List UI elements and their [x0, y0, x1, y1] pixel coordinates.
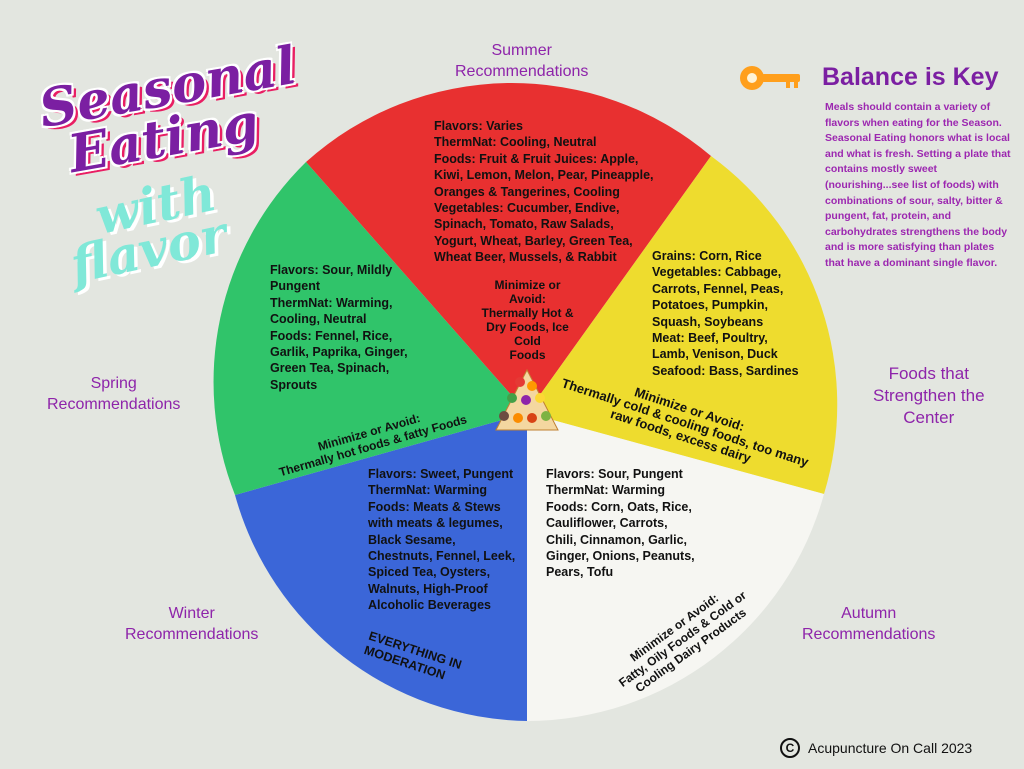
center-sector: [527, 156, 838, 494]
center-label: Foods that Strengthen the Center: [873, 364, 985, 427]
summer-sector: [306, 83, 711, 413]
spring-sector: [213, 162, 528, 495]
autumn-label: Autumn Recommendations: [802, 605, 936, 643]
winter-foods: Flavors: Sweet, Pungent ThermNat: Warmin…: [368, 467, 516, 613]
credit-text: Acupuncture On Call 2023: [808, 740, 973, 756]
food-pyramid-icon: [495, 368, 559, 431]
balance-text: Meals should contain a variety of flavor…: [825, 101, 1011, 269]
autumn-foods: Flavors: Sour, Pungent ThermNat: Warming…: [546, 467, 695, 580]
winter-label: Winter Recommendations: [125, 605, 259, 643]
autumn-sector: [527, 413, 824, 721]
credit: C Acupuncture On Call 2023: [780, 738, 972, 758]
winter-sector: [235, 413, 527, 721]
summer-label: Summer Recommendations: [455, 42, 589, 80]
spring-label: Spring Recommendations: [47, 375, 181, 413]
copyright-icon: C: [780, 738, 800, 758]
key-icon: [740, 66, 800, 90]
balance-title: Balance is Key: [822, 63, 999, 91]
center-foods: Grains: Corn, Rice Vegetables: Cabbage, …: [652, 249, 799, 378]
summer-avoid: Minimize or Avoid: Thermally Hot & Dry F…: [481, 278, 574, 362]
spring-foods: Flavors: Sour, Mildly Pungent ThermNat: …: [270, 263, 408, 392]
summer-foods: Flavors: Varies ThermNat: Cooling, Neutr…: [434, 119, 654, 265]
